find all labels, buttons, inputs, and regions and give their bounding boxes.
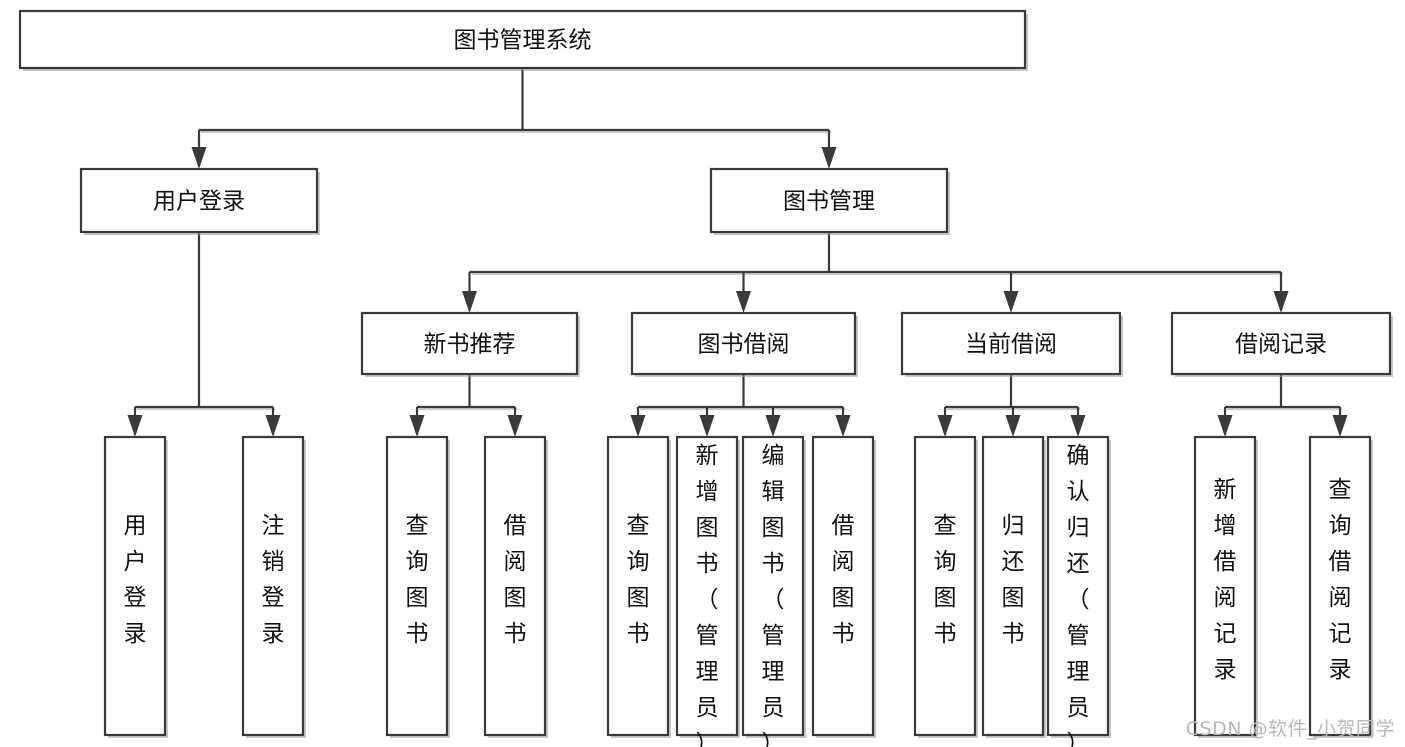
arrow-head-icon (699, 415, 715, 437)
arrow-head-icon (1070, 415, 1086, 437)
node-label: 图书借阅 (698, 332, 790, 358)
node-box[interactable] (1193, 435, 1257, 737)
node-box[interactable] (79, 167, 319, 234)
node-box[interactable] (103, 435, 167, 737)
node-box[interactable] (241, 435, 305, 737)
node-leaf-cur-1[interactable]: 查询图书 (913, 435, 978, 738)
edge-group (462, 232, 1289, 313)
node-leaf-new-2[interactable]: 借阅图书 (483, 435, 548, 738)
edge-group (409, 374, 523, 437)
node-box[interactable] (709, 167, 949, 234)
arrow-head-icon (462, 291, 477, 313)
node-box[interactable] (913, 435, 977, 737)
node-records[interactable]: 借阅记录 (1170, 311, 1393, 377)
node-box[interactable] (606, 435, 670, 737)
arrow-head-icon (265, 415, 281, 437)
node-leaf-cur-3[interactable]: 确认归还（管理员） (1046, 435, 1111, 747)
arrow-head-icon (191, 147, 207, 169)
node-leaf-cur-2[interactable]: 归还图书 (981, 435, 1046, 738)
node-current[interactable]: 当前借阅 (900, 311, 1123, 377)
node-label: 新增借阅记录 (1214, 477, 1237, 683)
node-leaf-rec-1[interactable]: 新增借阅记录 (1193, 435, 1258, 738)
node-label: 借阅图书 (504, 513, 527, 647)
node-label: 图书管理 (783, 189, 875, 215)
arrow-head-icon (736, 291, 751, 313)
arrow-head-icon (1005, 415, 1021, 437)
node-leaf-borrow-1[interactable]: 查询图书 (606, 435, 671, 738)
node-box[interactable] (483, 435, 547, 737)
arrow-head-icon (1003, 291, 1019, 313)
arrow-head-icon (835, 415, 851, 437)
arrow-head-icon (1332, 415, 1348, 437)
node-login[interactable]: 用户登录 (79, 167, 320, 235)
node-leaf-login-2[interactable]: 注销登录 (241, 435, 306, 738)
node-bookmgmt[interactable]: 图书管理 (709, 167, 950, 235)
node-label: 注销登录 (262, 513, 285, 647)
edge-group (127, 232, 281, 437)
arrow-head-icon (1217, 415, 1233, 437)
node-box[interactable] (741, 435, 805, 737)
nodes-layer: 图书管理系统用户登录图书管理新书推荐图书借阅当前借阅借阅记录用户登录注销登录查询… (18, 9, 1393, 747)
node-leaf-login-1[interactable]: 用户登录 (103, 435, 168, 738)
node-box[interactable] (981, 435, 1045, 737)
edge-group (937, 374, 1086, 437)
node-newbook[interactable]: 新书推荐 (360, 311, 580, 377)
arrow-head-icon (507, 415, 523, 437)
node-leaf-borrow-2[interactable]: 新增图书（管理员） (675, 435, 740, 747)
node-leaf-borrow-4[interactable]: 借阅图书 (811, 435, 876, 738)
node-label: 新增图书（管理员） (696, 443, 719, 747)
node-borrow[interactable]: 图书借阅 (630, 311, 858, 377)
node-box[interactable] (18, 9, 1027, 70)
node-label: 编辑图书（管理员） (762, 443, 785, 747)
arrow-head-icon (1273, 291, 1289, 313)
node-label: 当前借阅 (965, 332, 1057, 358)
arrow-head-icon (765, 415, 781, 437)
node-root[interactable]: 图书管理系统 (18, 9, 1028, 71)
arrow-head-icon (127, 415, 143, 437)
node-label: 确认归还（管理员） (1067, 443, 1090, 747)
node-box[interactable] (360, 311, 579, 376)
node-label: 新书推荐 (424, 332, 516, 358)
node-label: 归还图书 (1002, 513, 1025, 647)
edge-group (630, 374, 851, 437)
node-box[interactable] (811, 435, 875, 737)
node-box[interactable] (630, 311, 857, 376)
arrow-head-icon (937, 415, 953, 437)
node-label: 图书管理系统 (454, 28, 592, 54)
node-label: 用户登录 (124, 513, 147, 647)
edges-layer (127, 68, 1348, 437)
edge-group (191, 68, 837, 169)
node-box[interactable] (900, 311, 1122, 376)
node-box[interactable] (675, 435, 739, 737)
node-label: 用户登录 (153, 189, 245, 215)
node-leaf-rec-2[interactable]: 查询借阅记录 (1308, 435, 1373, 738)
node-leaf-borrow-3[interactable]: 编辑图书（管理员） (741, 435, 806, 747)
arrow-head-icon (821, 147, 837, 169)
node-label: 查询图书 (627, 513, 650, 647)
node-label: 查询图书 (406, 513, 429, 647)
node-box[interactable] (1308, 435, 1372, 737)
arrow-head-icon (409, 415, 425, 437)
node-box[interactable] (385, 435, 449, 737)
node-label: 查询图书 (934, 513, 957, 647)
node-box[interactable] (1046, 435, 1110, 737)
arrow-head-icon (630, 415, 646, 437)
node-box[interactable] (1170, 311, 1392, 376)
node-label: 查询借阅记录 (1329, 477, 1352, 683)
node-leaf-new-1[interactable]: 查询图书 (385, 435, 450, 738)
node-label: 借阅图书 (832, 513, 855, 647)
node-label: 借阅记录 (1235, 332, 1327, 358)
edge-group (1217, 374, 1348, 437)
csdn-watermark: CSDN @软件_小贺同学 (1185, 718, 1395, 740)
